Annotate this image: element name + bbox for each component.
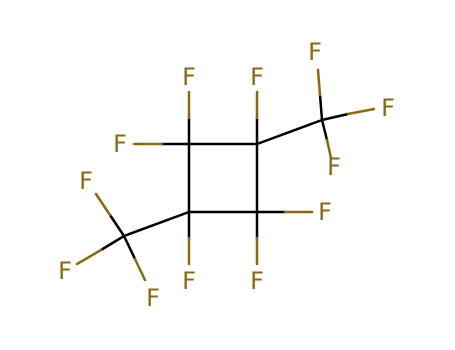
atom-f12: F (146, 284, 160, 312)
atom-f9: F (182, 267, 196, 295)
atom-f8: F (250, 267, 264, 295)
atom-f3: F (250, 63, 264, 91)
atom-f7: F (318, 198, 332, 226)
bond-cf3b-f-top-c (108, 213, 126, 238)
bond-cf3a-f-top-f (316, 68, 322, 97)
bond-cf3a-f-bottom-f (325, 138, 333, 160)
cf-bonds (75, 68, 376, 282)
atom-f1: F (182, 63, 196, 91)
bond-c4-cf3 (122, 210, 191, 238)
atom-f6: F (327, 153, 341, 181)
atom-f4: F (308, 38, 322, 66)
bond-cf3a-f-right-f (346, 107, 376, 116)
ring-bonds (122, 118, 324, 238)
bond-cf3b-f-top-f (94, 192, 112, 217)
bond-cf3a-f-top-c (318, 93, 324, 122)
atom-f10: F (79, 167, 93, 195)
bond-c2-cf3 (255, 118, 324, 146)
atom-f5: F (381, 94, 395, 122)
bond-cf3a-f-right-c (320, 112, 350, 122)
atom-f2: F (113, 130, 127, 158)
bond-cf3a-f-bottom-c (320, 118, 329, 142)
bond-cf3b-f-bottom-c (122, 234, 137, 261)
bond-cf3b-f-bottom-f (133, 257, 147, 282)
bond-cf3b-f-left-f (75, 248, 103, 266)
atom-f11: F (58, 257, 72, 285)
atom-labels: F F F F F F F F F F F F (58, 38, 395, 312)
bond-cf3b-f-left-c (99, 234, 126, 252)
